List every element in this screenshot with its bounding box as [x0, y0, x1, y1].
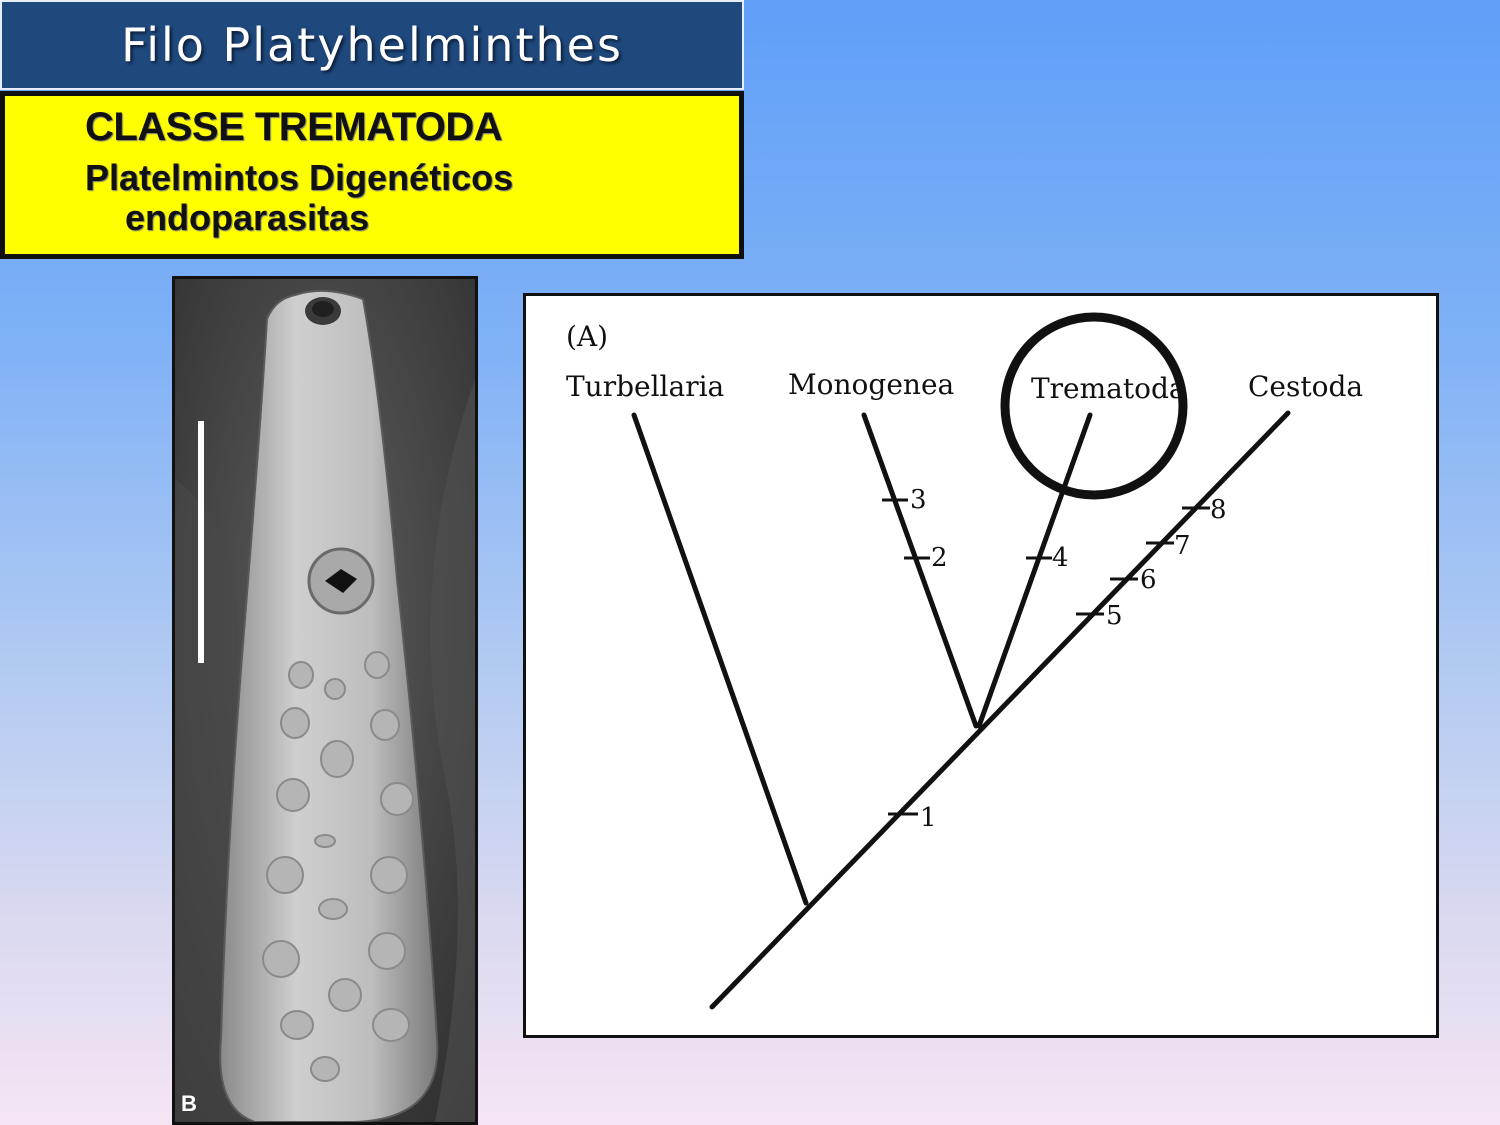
turbellaria-branch: [631, 412, 809, 906]
taxon-label-trematoda: Trematoda: [1031, 372, 1186, 405]
character-number-4: 4: [1052, 543, 1069, 573]
class-info-box: CLASSE TREMATODA Platelmintos Digenético…: [0, 91, 744, 259]
class-name: CLASSE TREMATODA: [85, 105, 503, 149]
trematode-micrograph: B: [172, 276, 478, 1125]
tegument-papillae: [262, 651, 414, 1082]
trematoda-branch: [976, 412, 1093, 729]
character-number-8: 8: [1210, 495, 1227, 525]
trematoda-highlight-circle: [1000, 312, 1188, 500]
taxon-label-monogenea: Monogenea: [788, 368, 954, 401]
cladogram-branches: [631, 410, 1291, 1010]
character-number-3: 3: [910, 485, 927, 515]
micrograph-image: B: [175, 279, 475, 1122]
character-number-5: 5: [1106, 601, 1123, 631]
worm-body: [219, 289, 439, 1122]
character-number-1: 1: [920, 803, 937, 833]
slide-title-bar: Filo Platyhelminthes: [0, 0, 744, 90]
character-numbers: 1 2 3 4 5 6 7 8: [910, 485, 1227, 833]
cladogram-panel: (A) Turbellaria Monogenea Trematoda Cest…: [523, 293, 1439, 1038]
panel-letter: B: [181, 1091, 197, 1116]
character-number-2: 2: [931, 543, 948, 573]
main-stem-branch: [709, 410, 1291, 1010]
character-ticks: [882, 498, 1210, 816]
monogenea-branch: [861, 412, 979, 729]
taxon-label-cestoda: Cestoda: [1248, 370, 1363, 403]
slide-title: Filo Platyhelminthes: [121, 18, 623, 72]
class-description-line1: Platelmintos Digenéticos: [85, 157, 514, 198]
class-description-line2: endoparasitas: [125, 197, 370, 238]
character-number-6: 6: [1140, 565, 1157, 595]
taxon-label-turbellaria: Turbellaria: [566, 370, 724, 403]
cladogram: (A) Turbellaria Monogenea Trematoda Cest…: [566, 312, 1363, 1010]
character-number-7: 7: [1174, 531, 1191, 561]
cladogram-panel-label: (A): [566, 320, 608, 353]
